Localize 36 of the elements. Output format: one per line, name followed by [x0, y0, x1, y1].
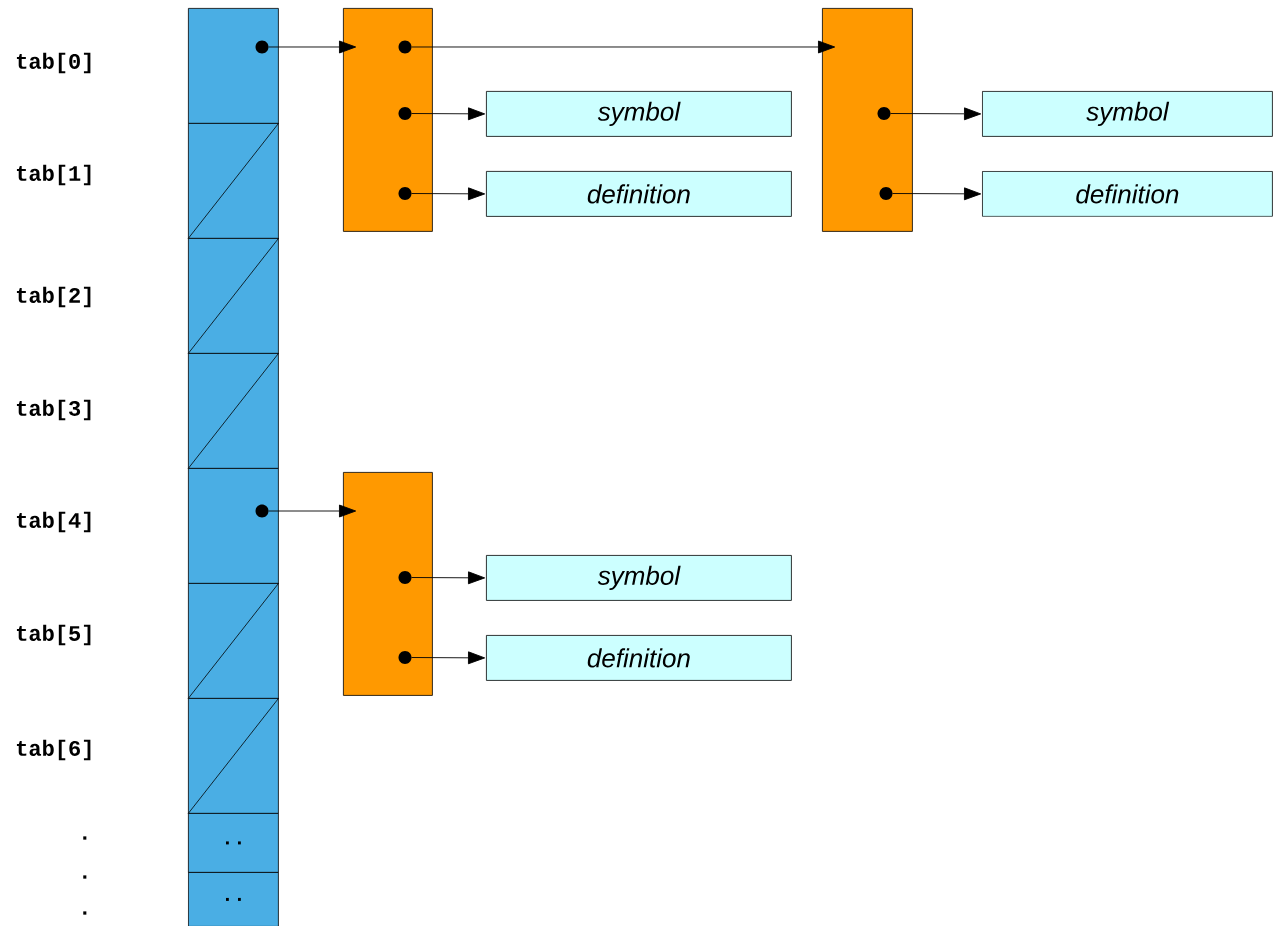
table-cell	[187, 237, 280, 355]
index-label: tab[6]	[16, 739, 91, 761]
field-box: symbol	[486, 555, 792, 601]
pointer-arrow	[268, 504, 357, 518]
field-box: definition	[486, 635, 792, 681]
pointer-arrow	[890, 107, 982, 121]
record-box	[343, 472, 433, 696]
index-label: tab[5]	[16, 624, 91, 646]
table-cell: ..	[188, 872, 279, 926]
field-box: definition	[982, 171, 1273, 217]
field-box: symbol	[982, 91, 1273, 137]
table-cell	[188, 8, 279, 124]
pointer-arrow	[411, 571, 486, 585]
field-box: symbol	[486, 91, 792, 137]
index-label: tab[1]	[16, 164, 91, 186]
field-box: definition	[486, 171, 792, 217]
index-label: .	[83, 875, 87, 879]
index-label: .	[83, 911, 87, 915]
index-label: tab[2]	[16, 286, 91, 308]
pointer-arrow	[411, 651, 486, 665]
table-cell	[188, 468, 279, 584]
pointer-arrow	[892, 187, 982, 201]
table-cell	[187, 352, 280, 470]
index-label: .	[83, 836, 87, 840]
record-box	[343, 8, 433, 232]
index-label: tab[3]	[16, 399, 91, 421]
table-cell	[187, 122, 280, 240]
pointer-arrow	[411, 187, 486, 201]
index-label: tab[0]	[16, 52, 91, 74]
pointer-arrow	[411, 107, 486, 121]
index-label: tab[4]	[16, 511, 91, 533]
pointer-arrow	[411, 40, 836, 54]
table-cell	[187, 582, 280, 700]
record-box	[822, 8, 913, 232]
pointer-arrow	[268, 40, 357, 54]
table-cell: ..	[188, 813, 279, 873]
